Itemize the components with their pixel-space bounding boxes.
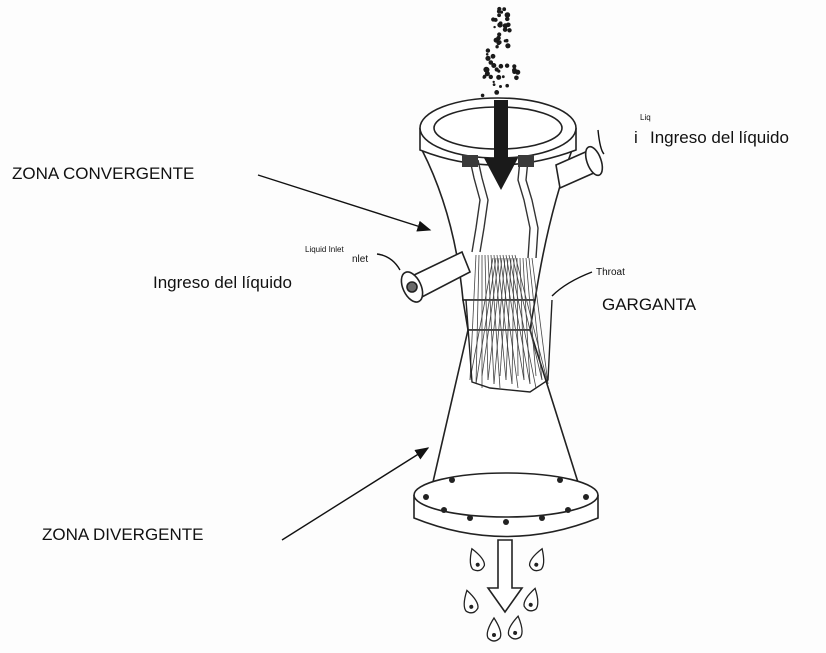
left-inlet-pipe [397,252,470,305]
right-inlet-bullet: i [634,128,638,147]
gas-particle [493,81,495,83]
gas-particle [489,60,494,65]
right-inlet-label: Ingreso del líquido [650,128,789,147]
gas-particle [483,67,489,73]
gas-particle [497,7,501,11]
gas-particle [491,54,496,59]
inlet-en-faded-label: Liquid Inlet [305,245,344,254]
gas-particle [514,76,519,81]
throat-leader [552,272,592,296]
gas-particle [495,67,499,71]
gas-particle [505,63,509,67]
throat-label: GARGANTA [602,295,697,314]
gas-particle [505,84,509,88]
gas-particle [507,28,511,32]
gas-particle [483,75,487,79]
venturi-body [422,150,582,495]
gas-particle [512,68,517,73]
gas-particle [481,94,485,98]
gas-particle [505,12,511,18]
outlet-down-arrow-icon [488,540,522,612]
gas-particle [485,56,490,61]
gas-particle [503,23,508,28]
gas-particle [505,39,508,42]
left-inlet-leader [377,254,400,270]
gas-particle [502,75,505,78]
gas-particle [506,18,509,21]
droplet-icon [528,546,549,572]
gas-particle [489,75,493,79]
left-inlet-label: Ingreso del líquido [153,273,292,292]
gas-particle [505,43,510,48]
throat-en-label: Throat [596,267,625,278]
droplet-icon [487,618,501,641]
gas-particle [500,11,503,14]
gas-particle [486,53,489,56]
gas-particle [495,45,498,48]
gas-particle [499,85,502,88]
gas-particle [486,48,490,52]
gas-particle [493,26,495,28]
divergent-leader-arrow [282,448,428,540]
right-faded-label: Liq [640,113,651,122]
divergent-cone [430,330,582,495]
droplet-icon [507,615,524,640]
gas-particle [497,38,500,41]
gas-particle [499,64,504,69]
inlet-en-label: nlet [352,254,368,265]
gas-particle [499,21,503,25]
right-inlet-leader [598,130,604,154]
droplet-icon [523,587,542,613]
convergent-zone-label: ZONA CONVERGENTE [12,164,194,183]
droplet-icon [460,589,479,615]
gas-particle [502,7,506,11]
gas-particle [493,83,496,86]
droplet-icon [466,546,487,572]
bottom-flange [414,473,598,537]
gas-particle [495,19,498,22]
gas-particle [496,75,501,80]
gas-particle [494,90,499,95]
gas-particle [497,13,501,17]
divergent-zone-label: ZONA DIVERGENTE [42,525,204,544]
convergent-leader-arrow [258,175,430,230]
gas-particle [512,64,516,68]
gas-particle [497,41,501,45]
